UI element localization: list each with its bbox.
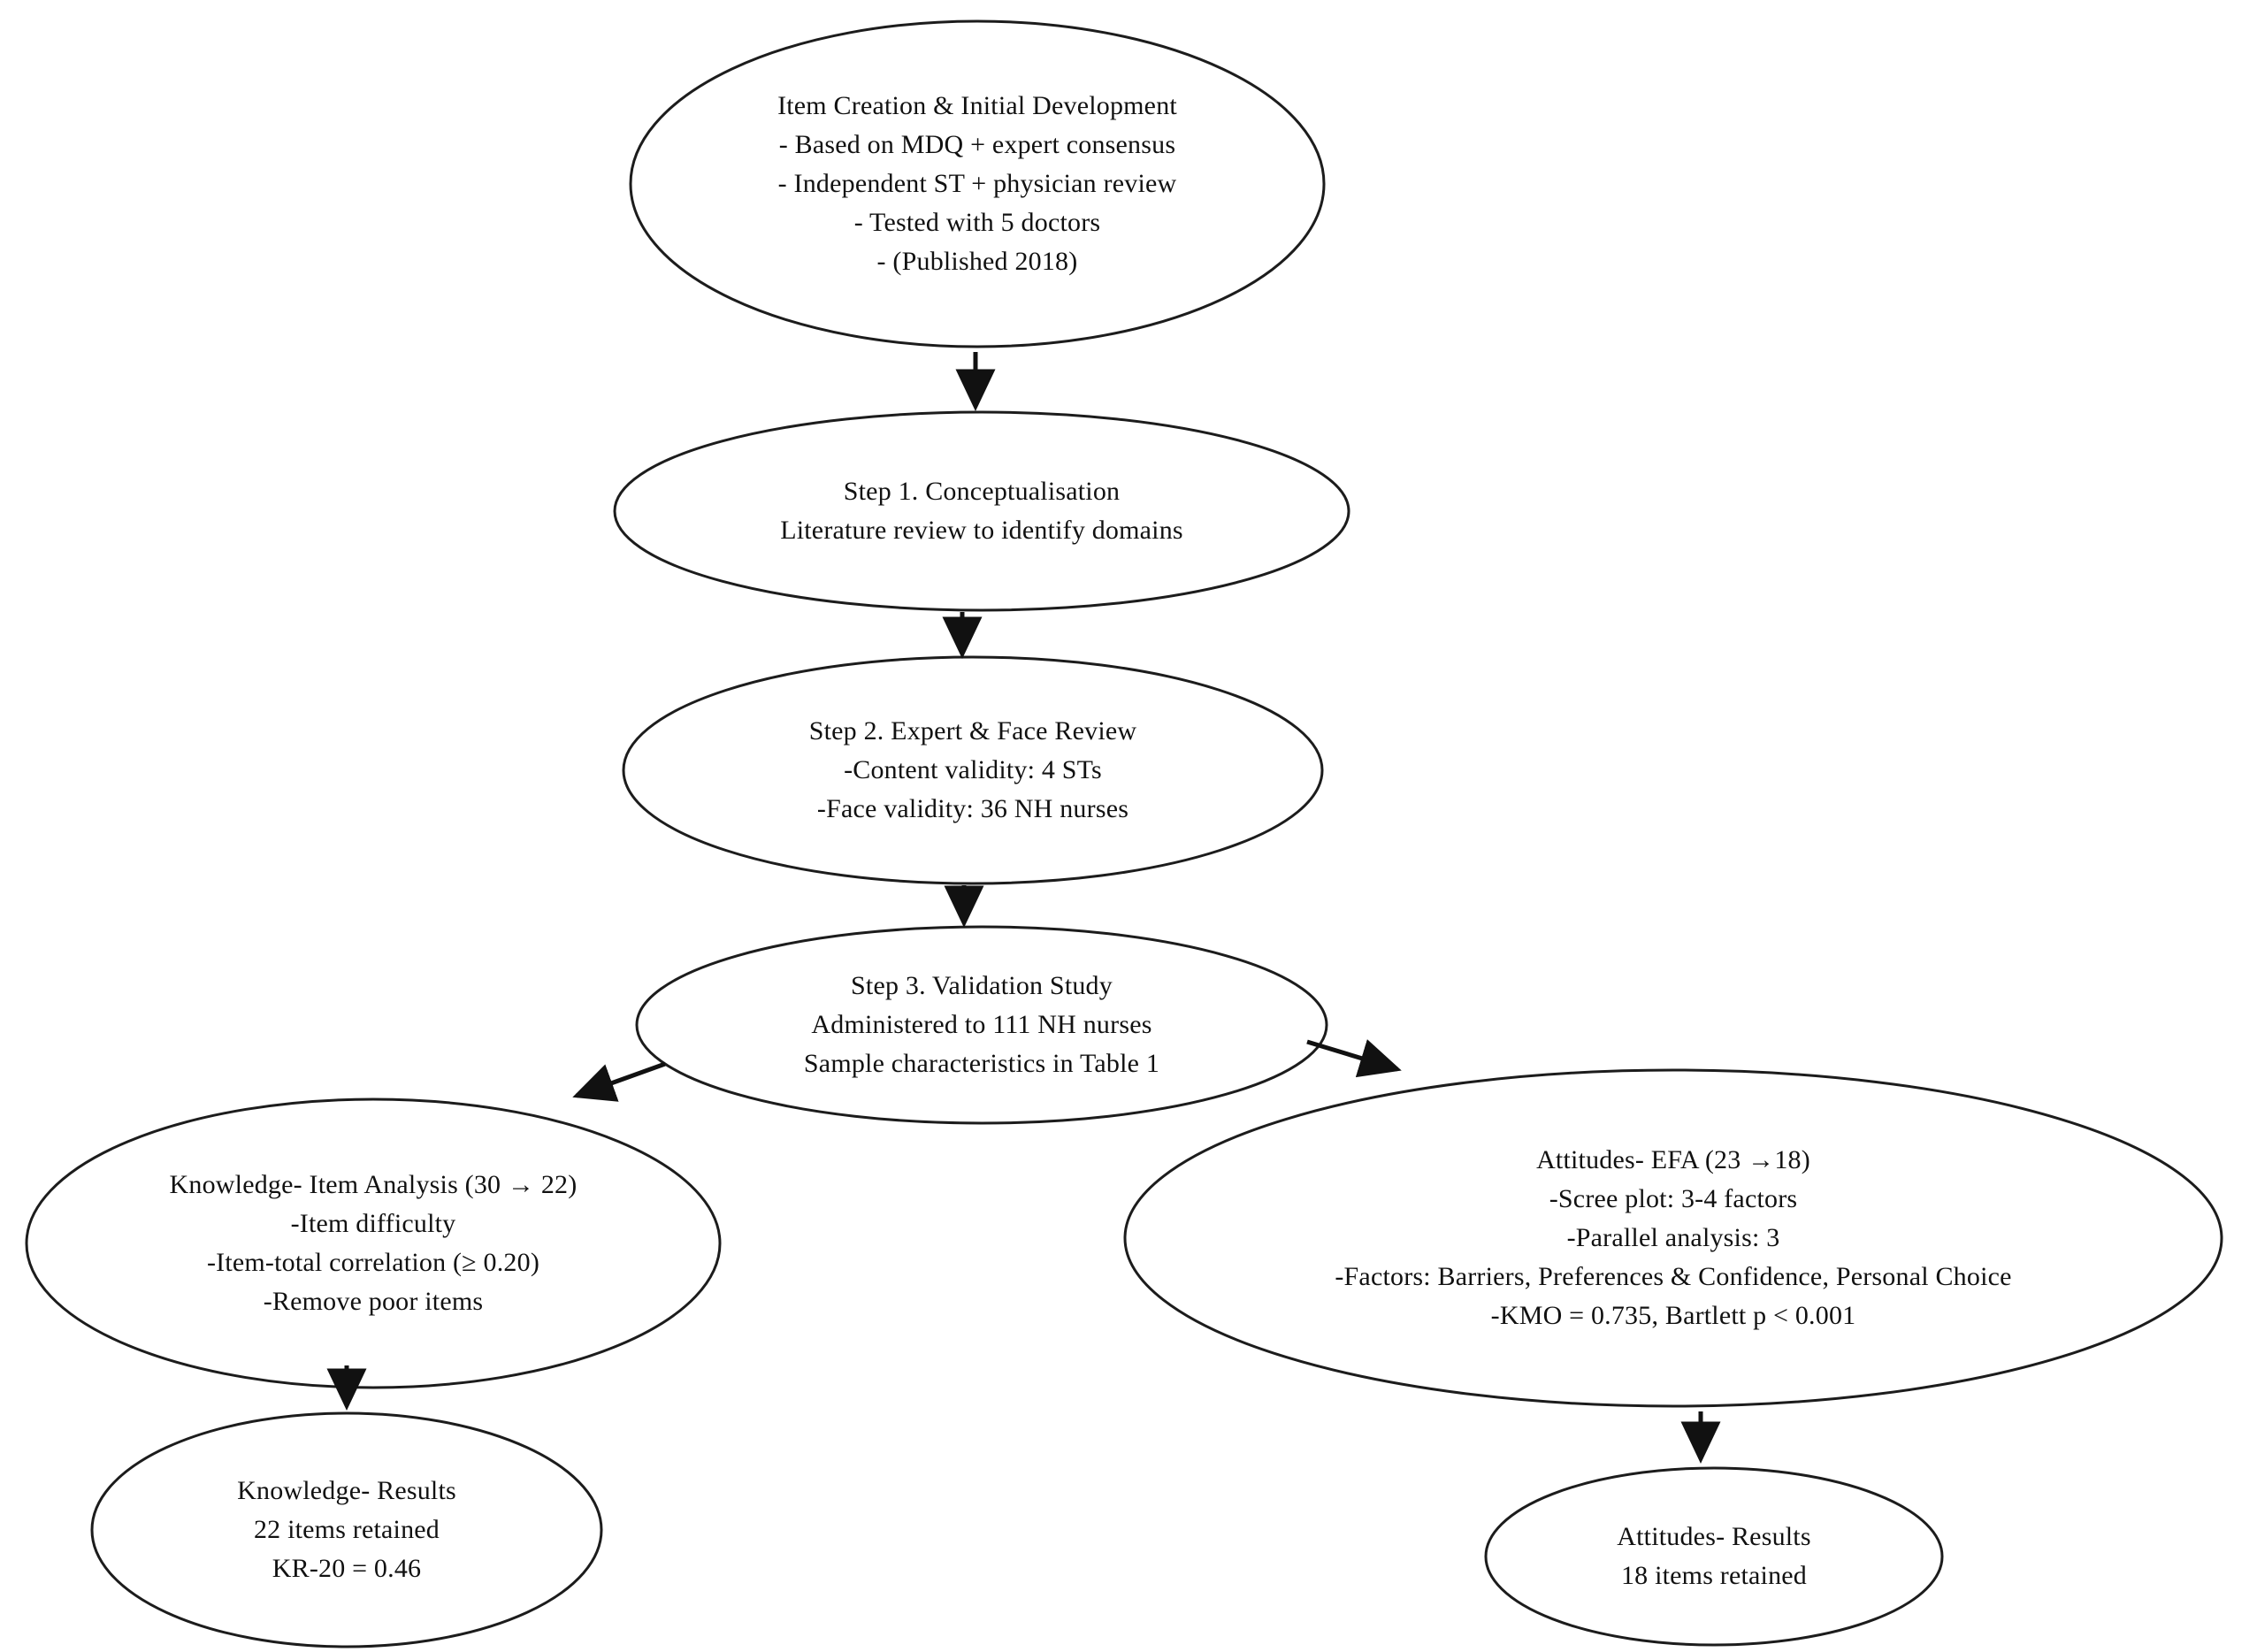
node-line: -Face validity: 36 NH nurses [816,794,1129,823]
node-step3: Step 3. Validation Study Administered to… [628,967,1335,1083]
node-attitudes-results: Attitudes- Results 18 items retained [1449,1518,1979,1595]
node-line: KR-20 = 0.46 [272,1554,422,1583]
node-line: Attitudes- Results [1617,1522,1811,1551]
node-line: Item Creation & Initial Development [777,91,1177,120]
node-line: Step 1. Conceptualisation [843,477,1121,506]
node-line: Step 2. Expert & Face Review [808,716,1137,746]
node-line: Administered to 111 NH nurses [811,1010,1152,1039]
node-line: Attitudes- EFA (23 →18) [1536,1145,1810,1174]
node-line: -KMO = 0.735, Bartlett p < 0.001 [1490,1301,1856,1330]
node-step1-ellipse [613,410,1350,612]
node-knowledge-results-ellipse [90,1411,603,1648]
node-line: Knowledge- Item Analysis (30 → 22) [169,1170,578,1199]
node-line: - (Published 2018) [876,247,1078,276]
node-line: Step 3. Validation Study [851,971,1113,1000]
node-step2: Step 2. Expert & Face Review -Content va… [619,712,1327,829]
node-line: 18 items retained [1620,1561,1807,1590]
arrow-step3-to-attitudes-efa [1306,1039,1402,1078]
node-knowledge-results: Knowledge- Results 22 items retained KR-… [81,1472,612,1588]
node-attitudes-results-ellipse [1484,1466,1944,1647]
node-line: Sample characteristics in Table 1 [803,1049,1160,1078]
node-attitudes-efa: Attitudes- EFA (23 →18) -Scree plot: 3-4… [1121,1141,2226,1335]
node-line: - Independent ST + physician review [777,169,1177,198]
node-step1: Step 1. Conceptualisation Literature rev… [610,472,1353,550]
node-line: - Based on MDQ + expert consensus [778,130,1176,159]
node-line: -Factors: Barriers, Preferences & Confid… [1335,1262,2012,1291]
node-line: -Parallel analysis: 3 [1566,1223,1780,1252]
node-line: - Tested with 5 doctors [853,208,1101,237]
node-line: Knowledge- Results [237,1476,456,1505]
node-line: -Scree plot: 3-4 factors [1549,1184,1798,1213]
node-line: -Item difficulty [290,1209,456,1238]
node-attitudes-efa-ellipse [1123,1068,2223,1408]
node-line: Literature review to identify domains [780,516,1183,545]
node-item-creation-ellipse [629,19,1326,348]
arrow-step3-to-knowledge-analysis [572,1061,666,1102]
node-knowledge-analysis: Knowledge- Item Analysis (30 → 22) -Item… [19,1166,727,1321]
node-line: -Item-total correlation (≥ 0.20) [206,1248,540,1277]
node-line: -Content validity: 4 STs [844,755,1102,784]
node-item-creation: Item Creation & Initial Development - Ba… [624,87,1331,281]
node-knowledge-analysis-ellipse [25,1098,722,1389]
node-line: 22 items retained [253,1515,440,1544]
node-line: -Remove poor items [263,1287,484,1316]
